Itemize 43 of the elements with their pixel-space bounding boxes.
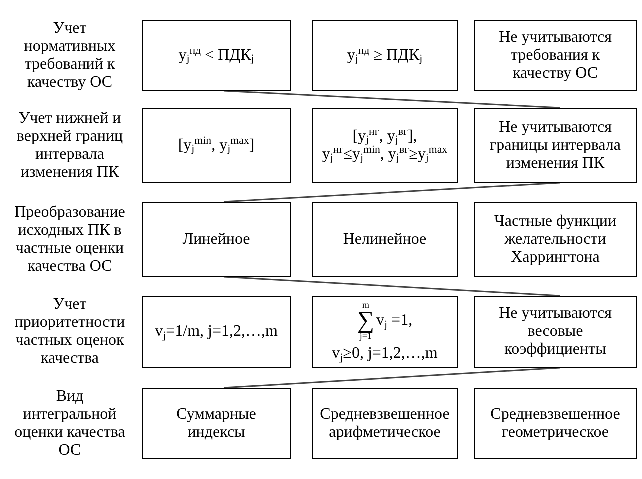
option-text: Частные функции желательности Харрингтона — [494, 212, 618, 266]
option-text: Не учитываются весовые коэффициенты — [498, 305, 613, 359]
row-header: Учет нижней и верхней границ интервала изменения ПК — [16, 110, 124, 182]
option-text: [y$_{j}$$^{min}$, y$_{j}$$^{max}$] — [178, 136, 255, 154]
option-box — [312, 108, 458, 183]
formula-text: v$_{j}$ =1, — [376, 312, 413, 330]
option-box — [474, 20, 637, 91]
sum-symbol: ∑ — [357, 310, 375, 332]
option-box — [312, 20, 458, 91]
option-text: v$_{j}$=1/m, j=1,2,…,m — [155, 323, 278, 341]
option-box — [142, 108, 291, 183]
connector-line — [224, 276, 560, 297]
option-text: Не учитываются требования к качеству ОС — [498, 28, 613, 82]
option-text: Нелинейное — [343, 230, 427, 248]
option-box — [142, 388, 291, 459]
option-text: y$_{j}$$^{пд}$ ≥ ПДК$_{j}$ — [347, 46, 423, 64]
formula-text: v$_{j}$≥0, j=1,2,…,m — [332, 345, 438, 363]
row-header: Учет приоритетности частных оценок качества — [14, 296, 126, 368]
option-box — [474, 202, 637, 277]
option-box — [312, 388, 458, 459]
connector-line — [224, 90, 560, 109]
option-box — [142, 296, 291, 368]
sum-lower-limit: j=1 — [360, 332, 372, 341]
option-box — [474, 388, 637, 459]
option-box — [142, 202, 291, 277]
connector-line — [224, 367, 560, 389]
option-box — [474, 296, 637, 368]
connector-line — [224, 182, 560, 203]
option-box — [142, 20, 291, 91]
row-header: Вид интегральной оценки качества ОС — [14, 388, 126, 460]
sum-upper-limit: m — [362, 301, 370, 310]
option-text: Средневзвешенное геометрическое — [490, 406, 622, 442]
option-text: y$_{j}$$^{пд}$ < ПДК$_{j}$ — [178, 46, 254, 64]
option-text: Линейное — [182, 230, 250, 248]
option-text: Суммарные индексы — [176, 406, 258, 442]
option-text: [y$_{j}$$^{нг}$, y$_{j}$$^{вг}$], — [352, 128, 418, 146]
option-box — [312, 202, 458, 277]
row-header: Преобразование исходных ПК в частные оценки качества ОС — [14, 204, 126, 276]
option-box — [474, 108, 637, 183]
option-text: Средневзвешенное арифметическое — [319, 406, 451, 442]
option-box — [312, 296, 458, 368]
option-text: Не учитываются границы интервала изменения ПК — [489, 118, 622, 172]
row-header: Учет нормативных требований к качеству ОС — [23, 20, 117, 92]
